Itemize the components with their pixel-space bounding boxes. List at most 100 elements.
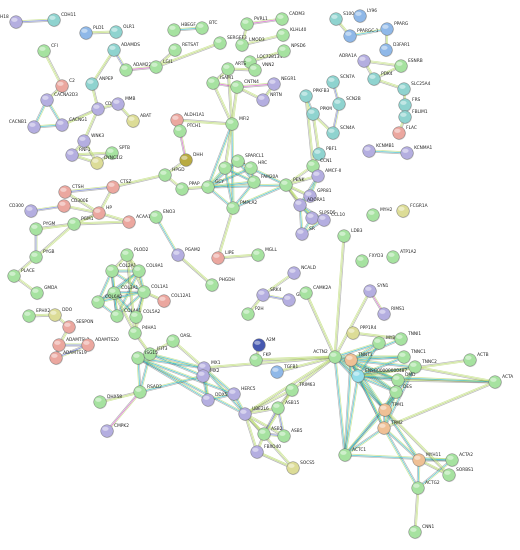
node-cd300[interactable]: CD300	[9, 203, 38, 219]
node-circle[interactable]	[445, 453, 459, 467]
node-circle[interactable]	[363, 284, 377, 298]
node-circle[interactable]	[168, 43, 182, 57]
node-ppap[interactable]: PPAP	[175, 181, 200, 197]
node-circle[interactable]	[206, 76, 220, 90]
node-circle[interactable]	[303, 189, 317, 203]
node-ephx2[interactable]: EPHX2	[22, 308, 51, 324]
node-pld1[interactable]: PLD1	[79, 25, 105, 41]
node-circle[interactable]	[411, 481, 425, 495]
node-adra1a[interactable]: ADRA1A	[339, 53, 371, 69]
node-pvrl1[interactable]: PVRL1	[240, 16, 268, 32]
node-circle[interactable]	[353, 9, 367, 23]
node-ctsz[interactable]: CTSZ	[106, 179, 132, 195]
node-circle[interactable]	[213, 36, 227, 50]
node-circle[interactable]	[275, 12, 289, 26]
node-ddo[interactable]: DDO	[48, 307, 73, 323]
node-col2a1[interactable]: COL2A1	[105, 263, 137, 279]
node-circle[interactable]	[277, 44, 291, 58]
node-col4a1[interactable]: COL4A1	[110, 308, 142, 324]
node-retsat[interactable]: RETSAT	[168, 42, 199, 58]
node-circle[interactable]	[396, 204, 410, 218]
node-circle[interactable]	[166, 334, 180, 348]
node-circle[interactable]	[286, 461, 300, 475]
node-circle[interactable]	[79, 26, 93, 40]
node-circle[interactable]	[367, 72, 381, 86]
node-syn1[interactable]: SYN1	[363, 283, 389, 299]
node-circle[interactable]	[338, 448, 352, 462]
node-circle[interactable]	[179, 153, 193, 167]
node-ncald[interactable]: NCALD	[287, 265, 317, 281]
node-cfi[interactable]: CFI	[37, 43, 58, 59]
node-camk2a[interactable]: CAMK2A	[299, 285, 332, 301]
node-circle[interactable]	[37, 44, 51, 58]
node-circle[interactable]	[40, 93, 54, 107]
node-esnrb[interactable]: ESNRB	[394, 58, 423, 74]
node-tnnc1[interactable]: TNNC1	[397, 349, 426, 365]
node-acta2[interactable]: ACTA2	[445, 452, 473, 468]
node-adora1[interactable]: ADORA1	[293, 197, 326, 213]
node-circle[interactable]	[326, 75, 340, 89]
node-circle[interactable]	[282, 293, 296, 307]
node-dync1i2[interactable]: DYNC1I2	[90, 155, 123, 171]
node-dmd[interactable]: DMD	[391, 372, 416, 388]
node-cacnb1[interactable]: CACNB1	[9, 119, 41, 135]
node-circle[interactable]	[65, 148, 79, 162]
node-circle[interactable]	[329, 12, 343, 26]
node-circle[interactable]	[22, 309, 36, 323]
node-circle[interactable]	[106, 180, 120, 194]
node-circle[interactable]	[47, 13, 61, 27]
node-adamds[interactable]: ADAMDS	[107, 42, 141, 58]
node-ddx58[interactable]: DDX58	[201, 392, 231, 408]
node-circle[interactable]	[285, 383, 299, 397]
node-circle[interactable]	[109, 25, 123, 39]
node-circle[interactable]	[299, 89, 313, 103]
node-amcf2[interactable]: AMCF-II	[311, 168, 342, 184]
node-circle[interactable]	[24, 204, 38, 218]
node-circle[interactable]	[293, 198, 307, 212]
node-phgdh[interactable]: PHGDH	[205, 277, 235, 293]
node-circle[interactable]	[317, 213, 331, 227]
node-circle[interactable]	[398, 98, 412, 112]
node-circle[interactable]	[149, 210, 163, 224]
node-mfi2[interactable]: MFI2	[225, 116, 250, 132]
node-circle[interactable]	[143, 347, 157, 361]
node-col1a1[interactable]: COL1A1	[137, 284, 169, 300]
node-gmda[interactable]: GMDA	[30, 285, 58, 301]
node-adamts19[interactable]: ADAMTS19	[49, 350, 87, 366]
node-circle[interactable]	[312, 147, 326, 161]
node-circle[interactable]	[244, 161, 258, 175]
node-isg15[interactable]: ISG15	[131, 350, 158, 366]
node-circle[interactable]	[230, 80, 244, 94]
node-circle[interactable]	[48, 308, 62, 322]
node-adamtsl3[interactable]: ADAMTSL3	[52, 337, 90, 353]
node-isam1[interactable]: ISAM1	[206, 75, 234, 91]
node-circle[interactable]	[394, 59, 408, 73]
node-fam20a[interactable]: FAM20A	[247, 174, 279, 190]
node-col5a2[interactable]: COL5A2	[129, 309, 161, 325]
node-circle[interactable]	[90, 156, 104, 170]
node-circle[interactable]	[240, 17, 254, 31]
node-asb5[interactable]: ASB5	[277, 428, 303, 444]
node-asb2[interactable]: ASB2	[257, 426, 283, 442]
node-myh11[interactable]: MYH11	[412, 452, 442, 468]
node-circle[interactable]	[100, 424, 114, 438]
node-oasl[interactable]: OASL	[166, 333, 192, 349]
node-mx2[interactable]: MX2	[196, 368, 220, 384]
node-ppargc1[interactable]: PPARGC-1	[343, 28, 379, 44]
node-myh2[interactable]: MYH2	[366, 207, 393, 223]
node-wnk3[interactable]: WNK3	[77, 133, 105, 149]
node-actc1[interactable]: ACTC1	[338, 447, 367, 463]
node-circle[interactable]	[218, 161, 232, 175]
node-scn2b[interactable]: SCN2B	[332, 96, 361, 112]
node-circle[interactable]	[256, 93, 270, 107]
node-a2m[interactable]: A2M	[252, 337, 276, 353]
node-hpgd[interactable]: HPGD	[158, 167, 186, 183]
node-circle[interactable]	[279, 178, 293, 192]
node-col9a1[interactable]: COL9A1	[132, 263, 164, 279]
node-ifit3[interactable]: IFIT3	[143, 346, 168, 362]
node-tpm2[interactable]: TPM2	[377, 420, 403, 436]
node-col6a2[interactable]: COL6A2	[91, 294, 123, 310]
node-fblim1[interactable]: FBLIM1	[398, 109, 428, 125]
node-lgi1[interactable]: LGI1	[149, 59, 173, 75]
node-actb[interactable]: ACTB	[463, 352, 489, 368]
